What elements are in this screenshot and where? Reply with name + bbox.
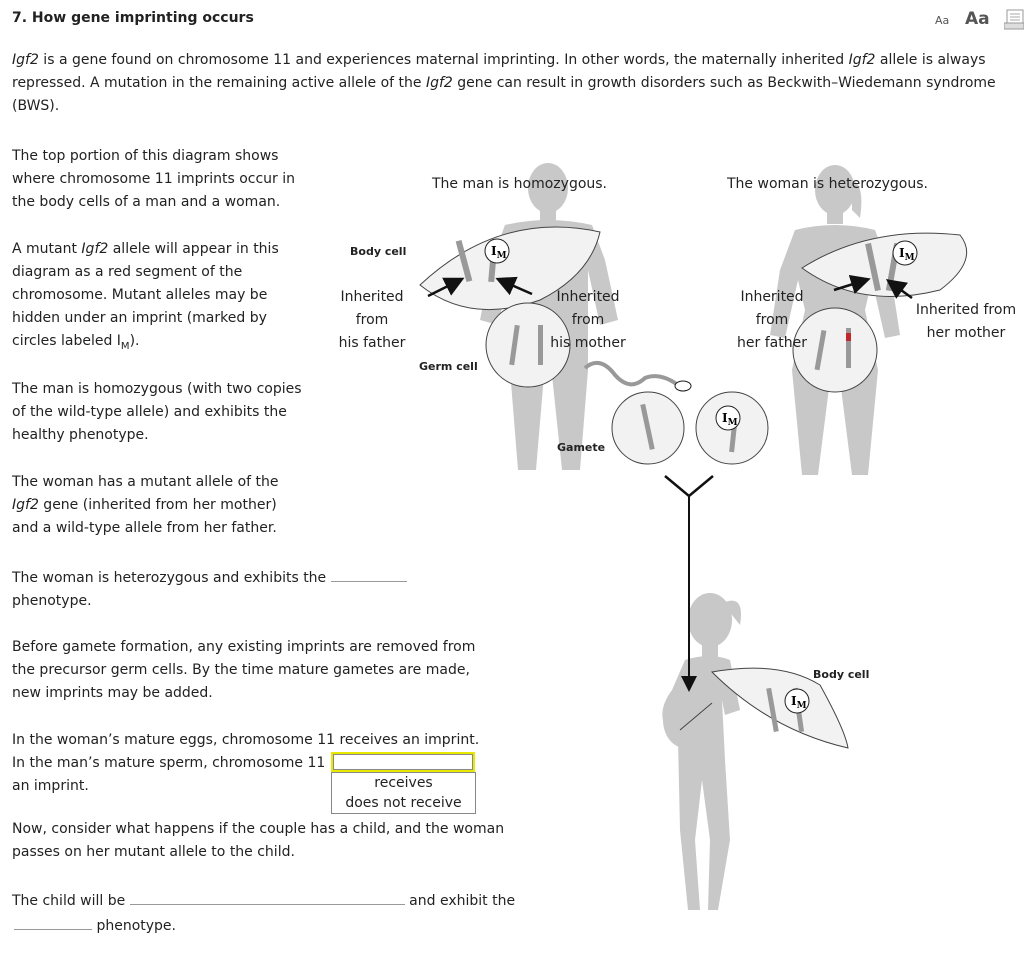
para-mutant-allele: A mutant Igf2 allele will appear in this…	[12, 238, 302, 358]
para-woman-mutant: The woman has a mutant allele of the Igf…	[12, 471, 297, 540]
para-man-homozygous: The man is homozygous (with two copies o…	[12, 378, 307, 447]
child-body-cell-label: Body cell	[813, 668, 869, 681]
gamete-label: Gamete	[557, 441, 605, 454]
child-silhouette	[662, 593, 741, 910]
sperm-head	[675, 381, 691, 391]
print-icon[interactable]	[1004, 9, 1024, 31]
para-diagram-explanation: The top portion of this diagram shows wh…	[12, 145, 302, 214]
man-title: The man is homozygous.	[432, 176, 607, 192]
font-size-small-button[interactable]: Aa	[935, 14, 949, 27]
sperm-tail	[585, 363, 678, 385]
body-cell-label: Body cell	[350, 245, 406, 258]
intro-paragraph: Igf2 is a gene found on chromosome 11 an…	[12, 49, 1012, 118]
mutant-allele-segment	[846, 333, 851, 341]
question-title: 7. How gene imprinting occurs	[12, 10, 254, 26]
woman-title: The woman is heterozygous.	[727, 176, 928, 192]
imprinting-diagram: IM IM IM IM	[300, 140, 1024, 960]
fertilization-lines	[665, 476, 713, 496]
germ-cell-label: Germ cell	[419, 360, 478, 373]
font-size-large-button[interactable]: Aa	[965, 9, 990, 29]
child-phenotype-blank[interactable]	[14, 913, 92, 930]
